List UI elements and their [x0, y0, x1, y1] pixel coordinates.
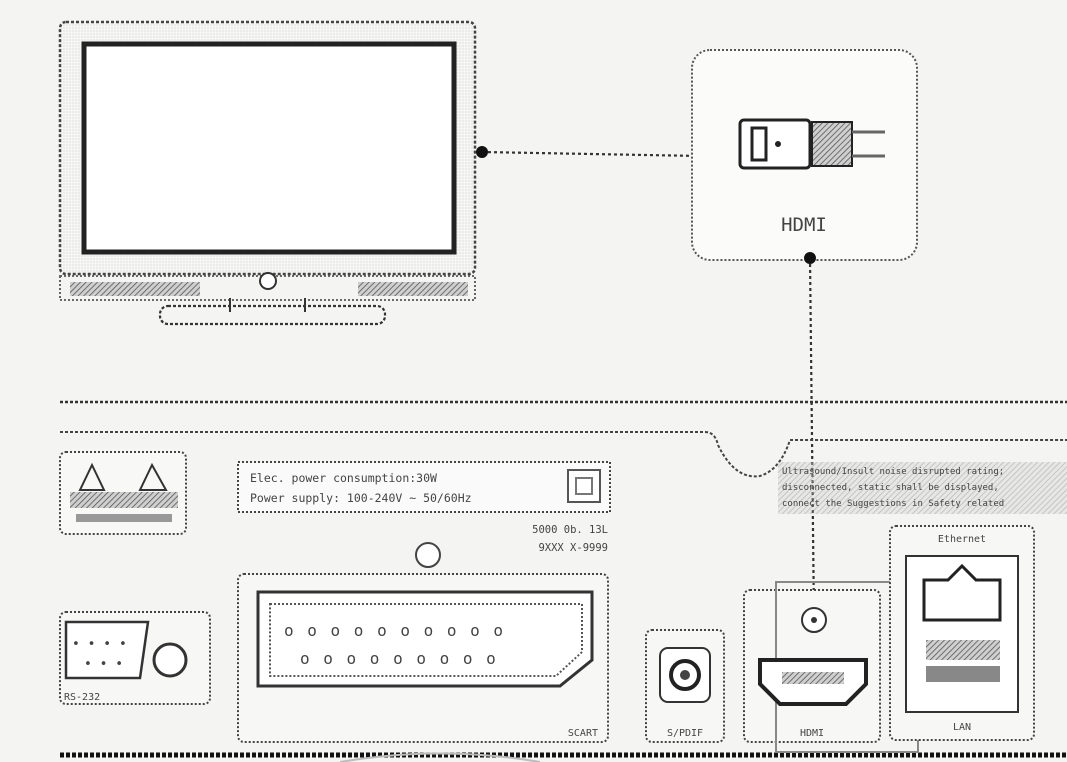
- svg-text:o o o o o o o o o o: o o o o o o o o o o: [284, 621, 505, 640]
- rs232-port: • • • • • • • RS-232: [59, 611, 211, 705]
- svg-text:• • • •: • • • •: [72, 637, 127, 652]
- power-rating-line-1: Elec. power consumption:30W: [250, 471, 437, 485]
- lan-port: Ethernet LAN: [889, 525, 1035, 741]
- tv-connection-dot: [476, 146, 488, 158]
- audio-port-label: S/PDIF: [667, 728, 703, 739]
- audio-port: S/PDIF: [645, 629, 725, 743]
- hdmi-plug-icon: [738, 118, 885, 170]
- tv-to-hdmi-cable-line: [481, 150, 701, 158]
- safety-warning-text: Ultrasound/Insult noise disrupted rating…: [778, 462, 1067, 514]
- hdmi-cable-box: HDMI: [691, 49, 918, 261]
- serial-line-1: 5000 0b. 13L: [532, 524, 608, 536]
- certification-logos: [59, 451, 187, 535]
- panel-screw-icon: [415, 542, 441, 568]
- television-icon: [58, 20, 477, 326]
- rear-panel: Elec. power consumption:30W Power supply…: [59, 400, 1067, 758]
- serial-line-2: 9XXX X-9999: [538, 542, 608, 554]
- hdmi-box-label: HDMI: [781, 214, 827, 236]
- power-rating-label: Elec. power consumption:30W Power supply…: [237, 461, 611, 513]
- tv-power-button-icon: [259, 272, 277, 290]
- lan-port-label: LAN: [953, 722, 971, 733]
- svg-text:o o o o o o o o o: o o o o o o o o o: [300, 649, 498, 668]
- warning-line-3: connect the Suggestions in Safety relate…: [782, 499, 1004, 509]
- rs232-port-label: RS-232: [64, 692, 100, 703]
- hdmi-box-bottom-dot: [804, 252, 816, 264]
- warning-line-2: disconnected, static shall be displayed,: [782, 483, 999, 493]
- power-rating-line-2: Power supply: 100-240V ~ 50/60Hz: [250, 491, 472, 505]
- svg-text:• • •: • • •: [84, 657, 123, 672]
- warning-line-1: Ultrasound/Insult noise disrupted rating…: [782, 467, 1004, 477]
- lan-port-top-label: Ethernet: [938, 534, 986, 545]
- hdmi-port: HDMI: [743, 581, 919, 753]
- scart-port: o o o o o o o o o o o o o o o o o o o SC…: [237, 573, 609, 743]
- scart-port-label: SCART: [568, 728, 598, 739]
- hdmi-port-label: HDMI: [800, 728, 824, 739]
